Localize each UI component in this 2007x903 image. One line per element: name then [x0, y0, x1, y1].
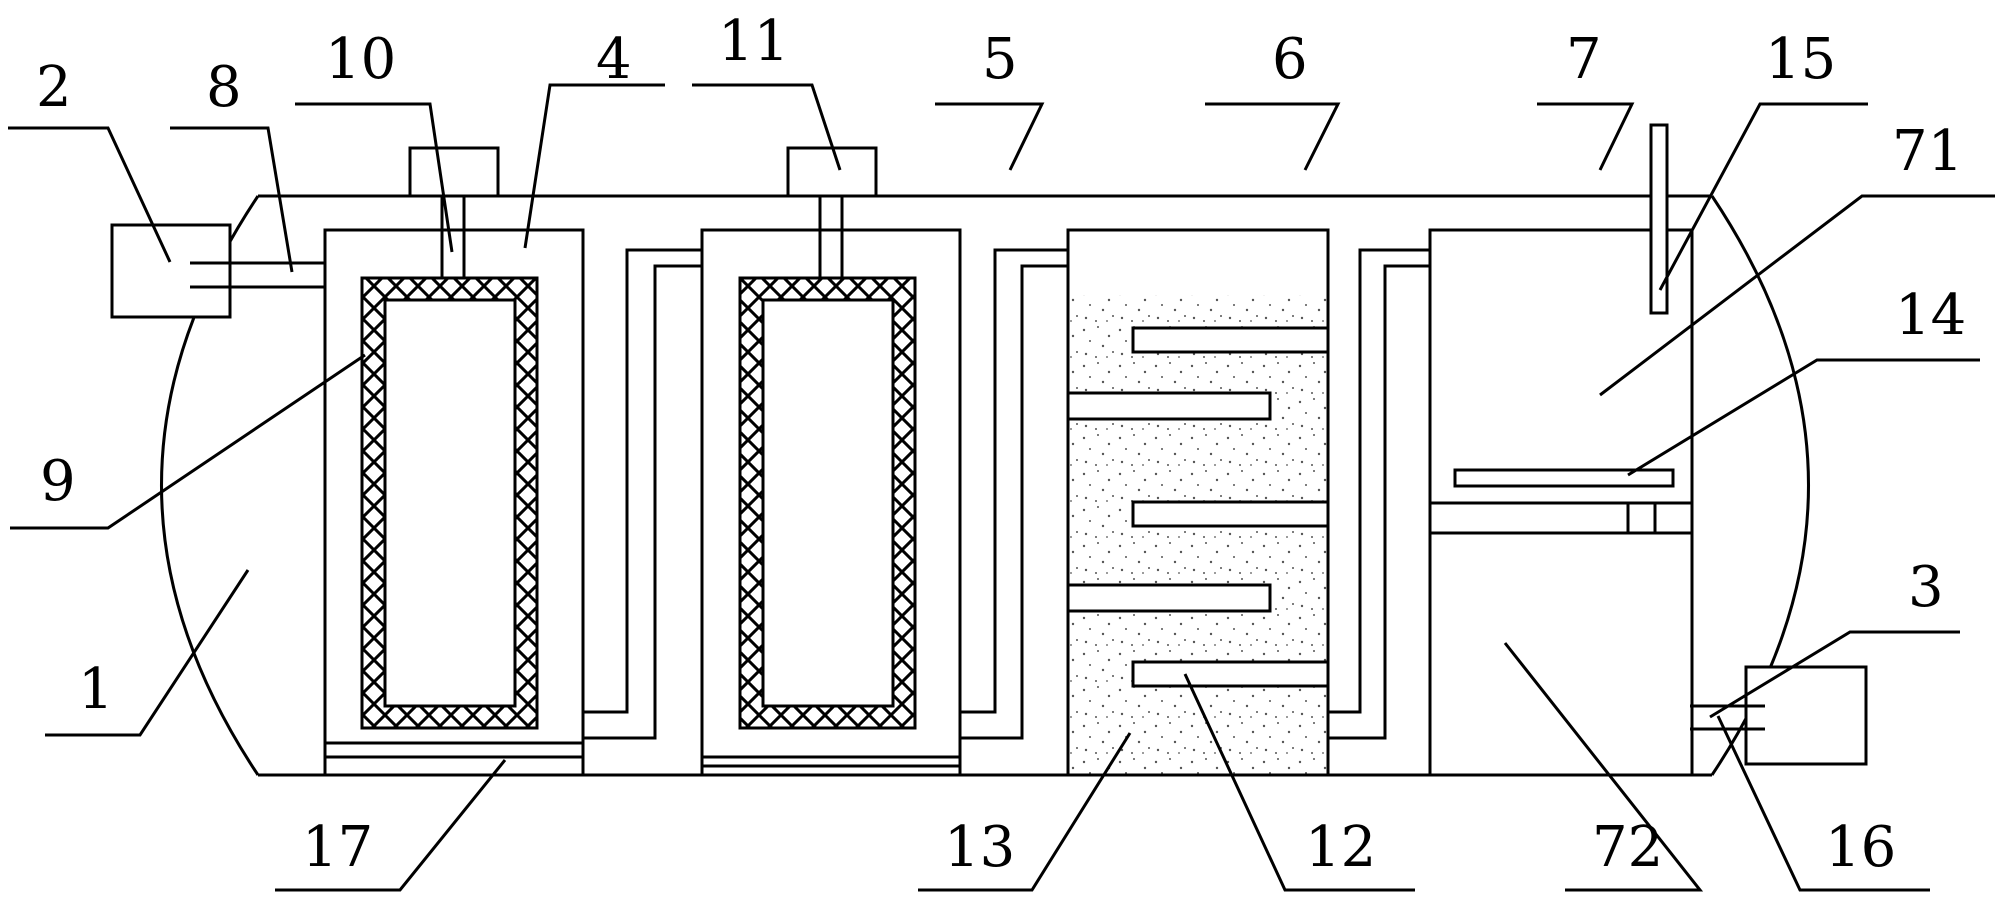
- label-10: 10: [325, 27, 396, 92]
- chamber-5: [700, 146, 962, 777]
- connector-6-7: [1328, 248, 1430, 740]
- filter-media-13: [1068, 295, 1328, 775]
- rod-15: [1649, 123, 1669, 315]
- label-11: 11: [718, 9, 789, 74]
- baffle-12: [1131, 660, 1330, 688]
- label-17: 17: [302, 815, 373, 880]
- plate-14: [1453, 468, 1675, 488]
- label-4: 4: [596, 27, 632, 92]
- label-6: 6: [1272, 27, 1308, 92]
- label-9: 9: [40, 449, 76, 514]
- chamber-6: [1066, 228, 1330, 777]
- label-5: 5: [982, 27, 1018, 92]
- number-labels: 2 8 10 4 11 5 6 7 15 71 14 9 3 1 17 13 1…: [36, 9, 1966, 880]
- baffle: [1066, 583, 1272, 613]
- label-13: 13: [944, 815, 1015, 880]
- label-3: 3: [1908, 555, 1944, 620]
- label-12: 12: [1305, 815, 1376, 880]
- outlet-pipe: [1690, 665, 1868, 766]
- leader-lines: [8, 83, 1995, 892]
- chamber-4: [323, 146, 585, 777]
- chamber-7: [1428, 123, 1694, 777]
- connector-4-5: [583, 248, 702, 740]
- baffle: [1131, 326, 1330, 354]
- inlet-pipe: [110, 223, 325, 319]
- motor-top-4: [408, 146, 500, 198]
- connector-5-6: [960, 248, 1068, 740]
- label-1: 1: [78, 657, 114, 722]
- label-8: 8: [206, 55, 242, 120]
- label-71: 71: [1892, 119, 1963, 184]
- label-2: 2: [36, 55, 72, 120]
- label-14: 14: [1895, 283, 1966, 348]
- baffle: [1066, 391, 1272, 421]
- label-72: 72: [1592, 815, 1663, 880]
- label-7: 7: [1566, 27, 1602, 92]
- baffle: [1131, 500, 1330, 528]
- label-16: 16: [1825, 815, 1896, 880]
- label-15: 15: [1765, 27, 1836, 92]
- motor-top-11: [786, 146, 878, 198]
